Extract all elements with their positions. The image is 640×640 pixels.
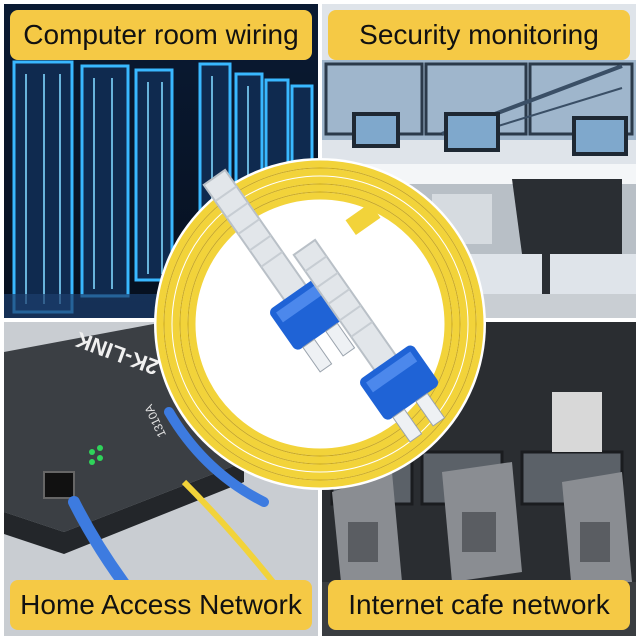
panel-computer-room: Computer room wiring — [4, 4, 318, 318]
panel-label: Internet cafe network — [328, 580, 630, 630]
panel-internet-cafe: Internet cafe network — [322, 322, 636, 636]
lc-connector-icon — [154, 158, 486, 490]
panel-label: Security monitoring — [328, 10, 630, 60]
fiber-patch-cable — [148, 152, 492, 496]
panel-label: Home Access Network — [10, 580, 312, 630]
panel-label: Computer room wiring — [10, 10, 312, 60]
